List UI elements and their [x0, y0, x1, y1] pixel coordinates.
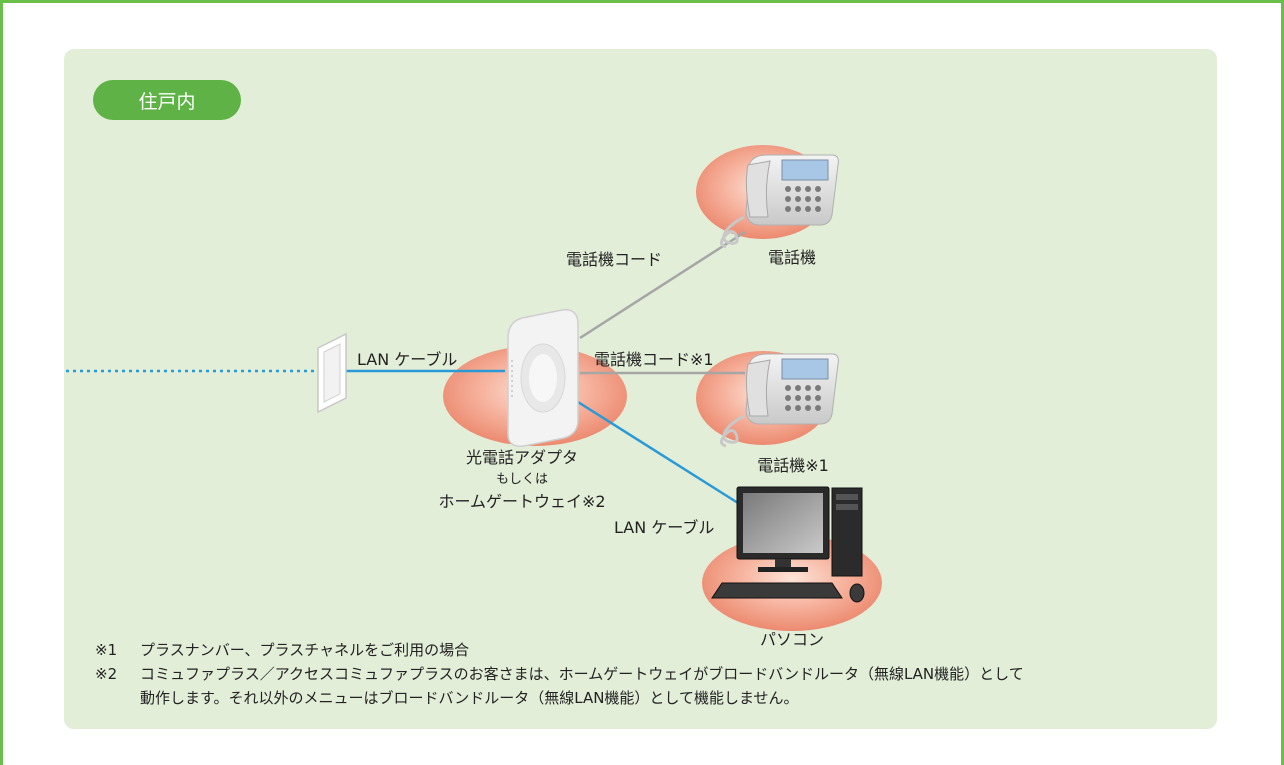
- phone-mid-label: 電話機※1: [757, 456, 829, 475]
- footnote-mark: ※1: [95, 641, 118, 659]
- wall-outlet-icon: [317, 332, 347, 414]
- footnote-text: プラスナンバー、プラスチャネルをご利用の場合: [140, 641, 470, 659]
- phone-cord-top-label: 電話機コード: [566, 250, 663, 269]
- phone-top-label: 電話機: [767, 248, 817, 267]
- telephone-icon: [719, 353, 839, 448]
- phone-cord-top-line: [579, 230, 746, 340]
- footnote-text: コミュファプラス／アクセスコミュファプラスのお客さまは、ホームゲートウェイがブロ…: [140, 665, 1024, 683]
- footnote-mark: ※2: [95, 665, 118, 683]
- footnote-2-cont: 動作します。それ以外のメニューはブロードバンドルータ（無線LAN機能）として機能…: [95, 686, 1024, 710]
- lan-cable-pc-label: LAN ケーブル: [614, 518, 715, 537]
- footnote-2: ※2 コミュファプラス／アクセスコミュファプラスのお客さまは、ホームゲートウェイ…: [95, 662, 1024, 686]
- lan-cable-pc-line: [577, 400, 739, 505]
- footnote-1: ※1 プラスナンバー、プラスチャネルをご利用の場合: [95, 638, 1024, 662]
- telephone-icon: [719, 154, 839, 249]
- indoor-panel: [64, 49, 1217, 729]
- footnotes: ※1 プラスナンバー、プラスチャネルをご利用の場合 ※2 コミュファプラス／アク…: [95, 638, 1024, 710]
- adapter-label-line2: もしくは: [495, 472, 549, 487]
- pc-label: パソコン: [759, 630, 825, 649]
- adapter-label-line1: 光電話アダプタ: [465, 448, 579, 467]
- router-icon: [507, 309, 579, 447]
- lan-cable-left-label: LAN ケーブル: [357, 350, 458, 369]
- footnote-text: 動作します。それ以外のメニューはブロードバンドルータ（無線LAN機能）として機能…: [140, 689, 799, 707]
- section-badge: 住戸内: [93, 80, 241, 120]
- desktop-pc-icon: [711, 486, 865, 603]
- adapter-label-line3: ホームゲートウェイ※2: [438, 492, 606, 511]
- phone-cord-mid-label: 電話機コード※1: [594, 350, 714, 369]
